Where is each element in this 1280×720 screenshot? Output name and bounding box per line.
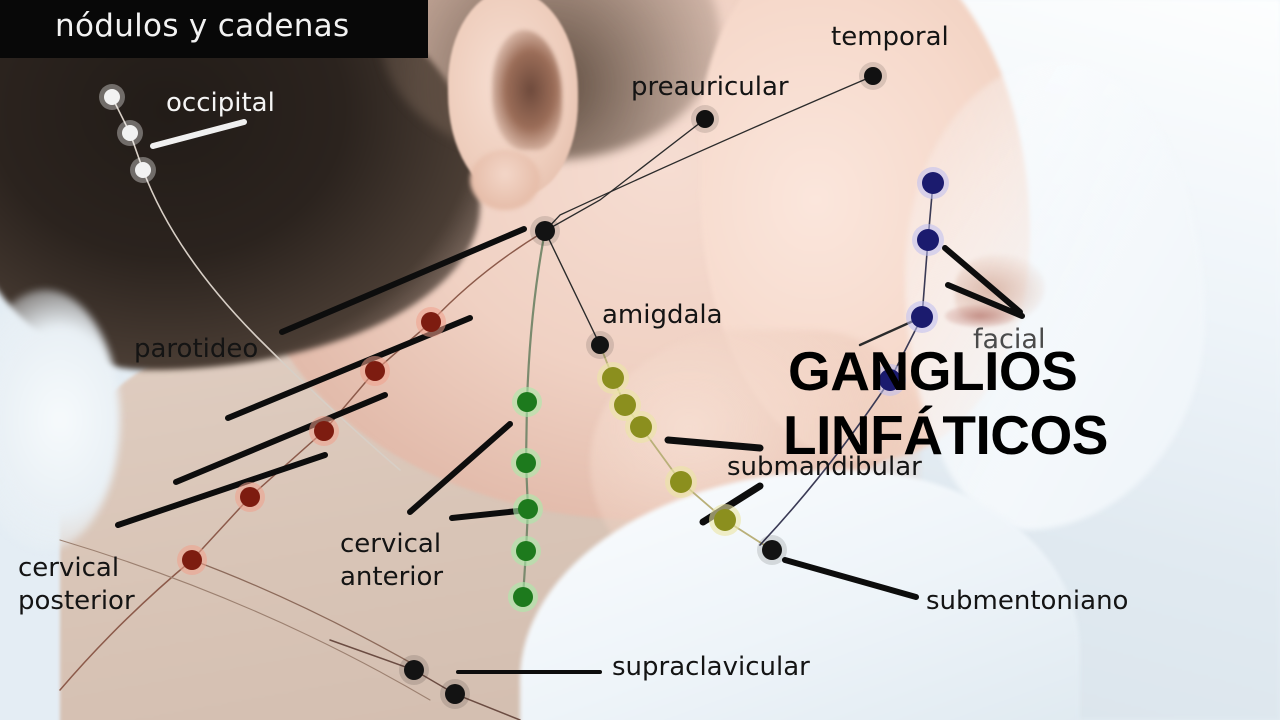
lymph-node-supraclavicular-nodes-1 <box>404 660 424 680</box>
leader-submandibular-1 <box>664 436 764 452</box>
title-banner <box>0 0 428 58</box>
lymph-node-preauricular-temporal-nodes-1 <box>696 110 714 128</box>
node-group-cervical-posterior-nodes <box>177 307 446 575</box>
node-group-hub-node <box>530 216 560 246</box>
ear-lobe <box>470 150 540 210</box>
lymph-node-occipital-nodes-1 <box>104 89 120 105</box>
lymph-node-submentoniano-node-1 <box>762 540 782 560</box>
label-cervical-posterior-line1: cervical <box>18 553 120 583</box>
label-occipital: occipital <box>166 88 275 118</box>
label-supraclavicular: supraclavicular <box>612 652 810 682</box>
overlay-title-line2: LINFÁTICOS <box>783 404 1108 466</box>
node-group-preauricular-temporal-nodes <box>691 62 887 133</box>
lymph-node-submandibular-nodes-5 <box>714 509 736 531</box>
node-group-occipital-nodes <box>99 84 156 183</box>
cervical-anterior-chain <box>521 229 547 599</box>
lymph-node-cervical-anterior-nodes-3 <box>518 499 538 519</box>
lymph-node-occipital-nodes-3 <box>135 162 151 178</box>
hub-to-amigdala <box>544 230 601 346</box>
leader-facial-2 <box>945 282 1025 319</box>
lower-neck-curve <box>191 559 421 669</box>
lymph-node-submandibular-nodes-1 <box>602 367 624 389</box>
ear-canal <box>492 30 562 150</box>
node-group-cervical-anterior-nodes <box>508 387 543 612</box>
lymph-node-cervical-posterior-nodes-5 <box>182 550 202 570</box>
leader-cervical-anterior-1 <box>407 421 513 515</box>
lymph-node-submandibular-nodes-3 <box>630 416 652 438</box>
leader-facial-1 <box>942 245 1023 315</box>
node-group-submentoniano-node <box>757 535 787 565</box>
banner-title-text: nódulos y cadenas <box>55 8 350 44</box>
hub-to-posterior <box>430 230 546 323</box>
lymph-node-supraclavicular-nodes-2 <box>445 684 465 704</box>
occipital-chain <box>111 96 401 471</box>
lymph-node-cervical-posterior-nodes-3 <box>314 421 334 441</box>
label-preauricular: preauricular <box>631 72 789 102</box>
left-background-glow <box>0 290 120 550</box>
label-parotideo: parotideo <box>134 334 259 364</box>
lymph-node-cervical-posterior-nodes-1 <box>421 312 441 332</box>
label-submandibular: submandibular <box>727 452 922 482</box>
lymph-node-cervical-posterior-nodes-2 <box>365 361 385 381</box>
label-cervical-posterior-line2: posterior <box>18 586 135 616</box>
lymph-node-occipital-nodes-2 <box>122 125 138 141</box>
lymph-node-cervical-anterior-nodes-5 <box>513 587 533 607</box>
leader-submentoniano <box>782 557 919 600</box>
lip-shadow <box>945 305 1015 327</box>
node-layer <box>99 62 949 709</box>
leader-parotideo-1 <box>279 226 527 335</box>
supraclavicular-chain <box>329 639 521 720</box>
node-group-amigdala-node <box>586 331 614 359</box>
lower-neck-curve2 <box>59 539 431 701</box>
lymph-node-facial-nodes-4 <box>879 369 901 391</box>
lymph-node-cervical-anterior-nodes-1 <box>517 392 537 412</box>
lymph-node-cervical-anterior-nodes-4 <box>516 541 536 561</box>
lymph-node-amigdala-node-1 <box>591 336 609 354</box>
lymph-node-facial-nodes-2 <box>917 229 939 251</box>
label-cervical-anterior-line1: cervical <box>340 529 442 559</box>
lymph-node-cervical-anterior-nodes-2 <box>516 453 536 473</box>
preauricular-chain <box>544 118 706 232</box>
node-group-supraclavicular-nodes <box>399 655 470 709</box>
lymph-node-facial-nodes-3 <box>911 306 933 328</box>
overlay-title-line1: GANGLIOS <box>788 340 1078 402</box>
lymph-node-submandibular-nodes-2 <box>614 394 636 416</box>
lymph-node-hub-node-1 <box>535 221 555 241</box>
leader-cervical-anterior-2 <box>449 508 521 521</box>
lymph-node-preauricular-temporal-nodes-2 <box>864 67 882 85</box>
leader-occipital <box>150 119 247 149</box>
lymph-node-cervical-posterior-nodes-4 <box>240 487 260 507</box>
label-submentoniano: submentoniano <box>926 586 1129 616</box>
label-facial: facial <box>973 324 1046 355</box>
leader-cervical-posterior <box>115 452 328 528</box>
lymph-node-facial-nodes-1 <box>922 172 944 194</box>
label-temporal: temporal <box>831 22 949 52</box>
lymph-node-submandibular-nodes-4 <box>670 471 692 493</box>
node-group-submandibular-nodes <box>597 362 741 536</box>
leader-parotideo-3 <box>173 392 388 485</box>
label-amigdala: amigdala <box>602 300 723 330</box>
node-group-facial-nodes <box>874 167 949 396</box>
label-cervical-anterior-line2: anterior <box>340 562 444 592</box>
cervical-posterior-chain <box>59 321 432 691</box>
temporal-chain <box>544 75 874 232</box>
